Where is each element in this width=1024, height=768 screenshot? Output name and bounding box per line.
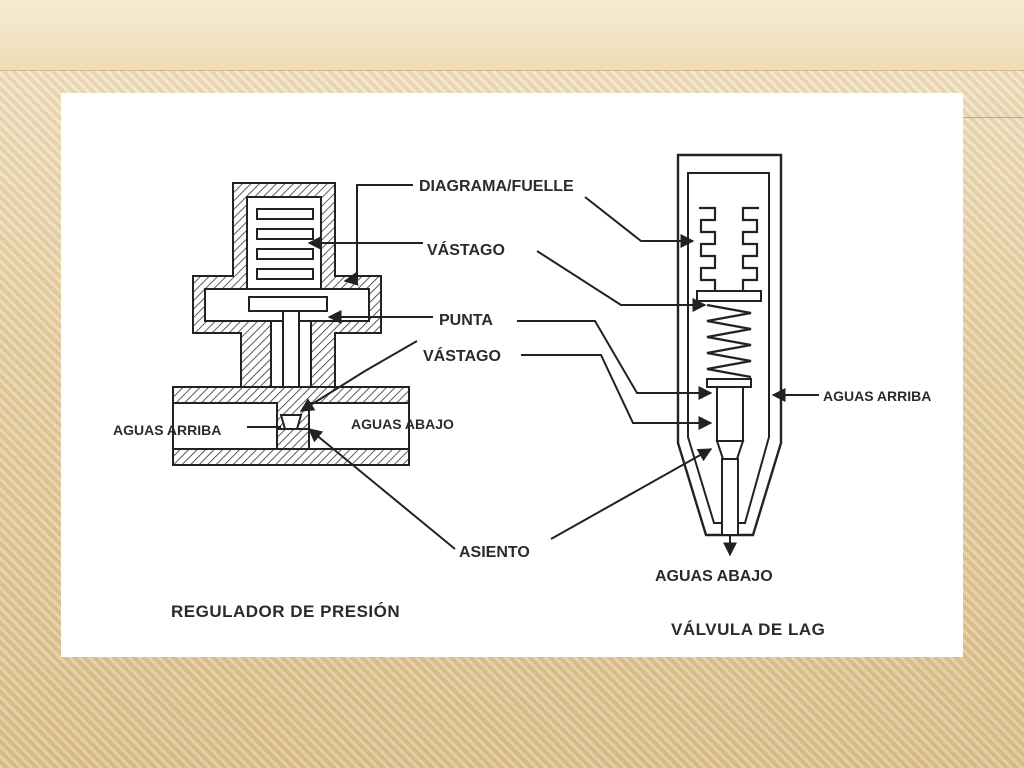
label-diagrama-fuelle: DIAGRAMA/FUELLE — [419, 178, 574, 195]
valve-diagram: DIAGRAMA/FUELLE VÁSTAGO PUNTA VÁSTAGO AG… — [113, 153, 931, 639]
label-asiento: ASIENTO — [459, 544, 530, 561]
downstream-channel — [308, 402, 410, 450]
caption-regulador: REGULADOR DE PRESIÓN — [171, 602, 400, 621]
seat-divider — [276, 428, 310, 450]
lag-bellows-right — [741, 206, 759, 291]
diaphragm-plate — [248, 296, 328, 312]
label-vastago-upper: VÁSTAGO — [427, 240, 505, 259]
leader-lines — [247, 184, 819, 557]
lag-top-plate — [696, 290, 762, 302]
label-aguas-arriba-right: AGUAS ARRIBA — [823, 388, 931, 404]
lag-valve-drawing — [676, 153, 783, 537]
label-aguas-abajo-right: AGUAS ABAJO — [655, 568, 773, 585]
lag-spring-seat — [706, 378, 752, 388]
caption-valvula: VÁLVULA DE LAG — [671, 620, 825, 639]
bellows — [256, 208, 314, 280]
slide-title-band — [0, 0, 1024, 71]
accent-line — [960, 117, 1024, 118]
lag-stem — [716, 386, 744, 442]
label-vastago-lower: VÁSTAGO — [423, 346, 501, 365]
lag-spring — [706, 303, 752, 379]
lag-outlet — [721, 458, 739, 536]
label-aguas-abajo-left: AGUAS ABAJO — [351, 416, 454, 432]
diagram-image: DIAGRAMA/FUELLE VÁSTAGO PUNTA VÁSTAGO AG… — [61, 93, 963, 657]
valve-tip — [279, 414, 303, 430]
label-punta: PUNTA — [439, 312, 493, 329]
label-aguas-arriba-left: AGUAS ARRIBA — [113, 422, 221, 438]
lag-bellows-left — [699, 206, 717, 291]
pressure-regulator-drawing — [172, 182, 410, 466]
